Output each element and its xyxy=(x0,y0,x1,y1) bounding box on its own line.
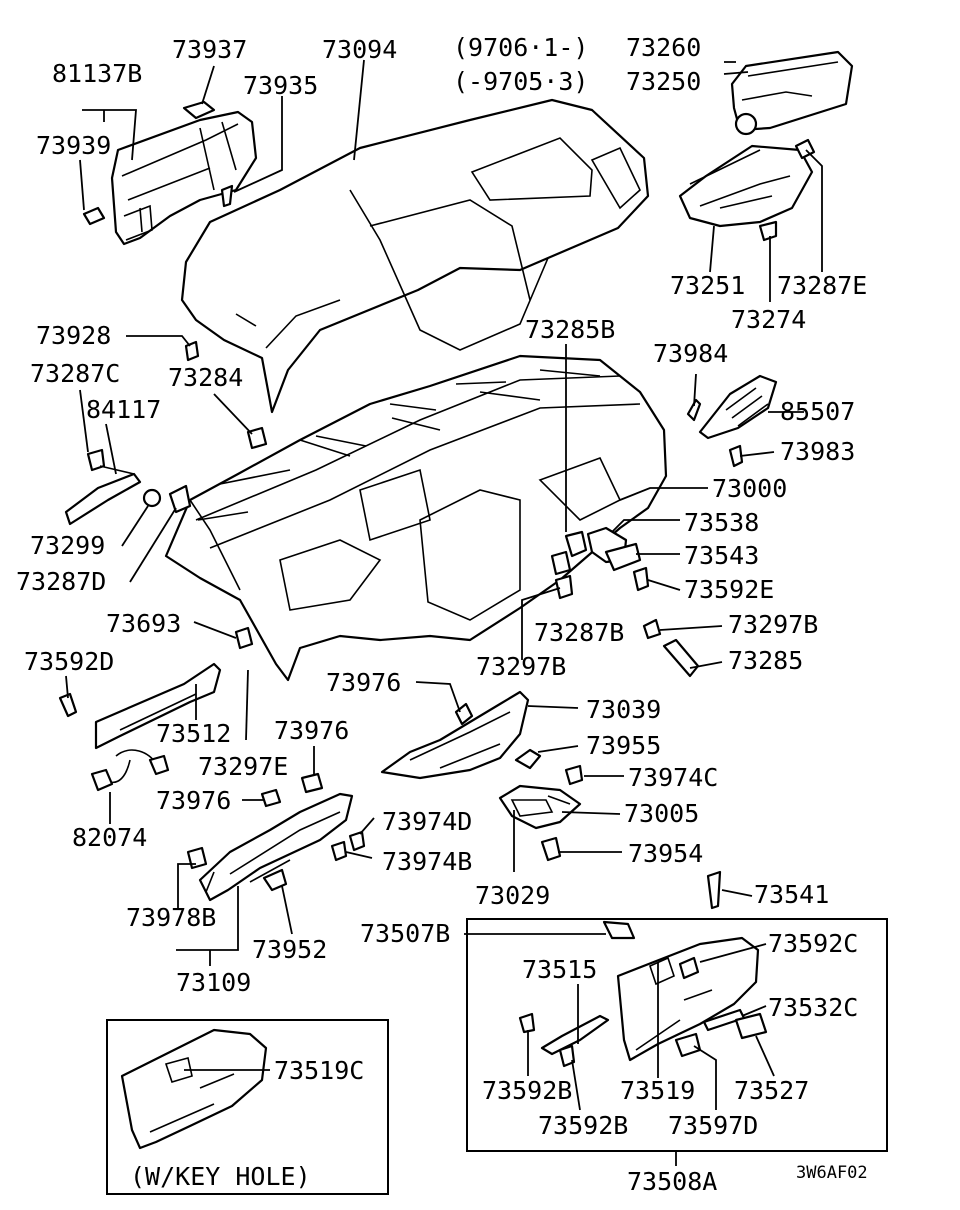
part-label-73532C: 73532C xyxy=(768,993,858,1022)
part-label-73285B: 73285B xyxy=(525,315,615,344)
part-label-81137B: 81137B xyxy=(52,59,142,88)
part-label-73029: 73029 xyxy=(475,881,550,910)
part-label-85507: 85507 xyxy=(780,397,855,426)
part-label-73250: 73250 xyxy=(626,67,701,96)
part-label-73274: 73274 xyxy=(731,305,806,334)
part-label-73527: 73527 xyxy=(734,1076,809,1105)
part-number-labels: (9706·1-) (-9705·3) 81137B 73937 73094 7… xyxy=(16,33,868,1196)
date-range-to: (-9705·3) xyxy=(453,67,588,96)
part-label-73260: 73260 xyxy=(626,33,701,62)
part-label-73543: 73543 xyxy=(684,541,759,570)
part-label-73094: 73094 xyxy=(322,35,397,64)
part-label-73939: 73939 xyxy=(36,131,111,160)
part-label-73039: 73039 xyxy=(586,695,661,724)
part-label-73974D: 73974D xyxy=(382,807,472,836)
upper-box-drawing xyxy=(678,50,854,242)
part-label-73519C: 73519C xyxy=(274,1056,364,1085)
lower-right-fasteners-drawing xyxy=(602,870,722,940)
part-label-73519: 73519 xyxy=(620,1076,695,1105)
console-drawing xyxy=(498,748,584,862)
part-label-73297E: 73297E xyxy=(198,752,288,781)
left-fasteners-drawing xyxy=(64,340,268,650)
dashboard-drawing xyxy=(164,354,668,682)
glove-box-drawing xyxy=(466,918,888,1152)
right-vent-drawing xyxy=(550,374,778,678)
part-label-73928: 73928 xyxy=(36,321,111,350)
part-label-73974C: 73974C xyxy=(628,763,718,792)
part-label-73541: 73541 xyxy=(754,880,829,909)
part-label-73515: 73515 xyxy=(522,955,597,984)
part-label-73297B-upper: 73297B xyxy=(728,610,818,639)
part-label-73976-low: 73976 xyxy=(156,786,231,815)
part-label-73592D: 73592D xyxy=(24,647,114,676)
part-label-73592C: 73592C xyxy=(768,929,858,958)
dash-pad-drawing xyxy=(180,98,650,414)
part-label-73597D: 73597D xyxy=(668,1111,758,1140)
part-label-73976-mid: 73976 xyxy=(274,716,349,745)
part-label-73512: 73512 xyxy=(156,719,231,748)
part-label-73508A: 73508A xyxy=(627,1167,717,1196)
part-label-73983: 73983 xyxy=(780,437,855,466)
part-label-73976-top: 73976 xyxy=(326,668,401,697)
drawing-code: 3W6AF02 xyxy=(796,1163,868,1183)
part-label-73954: 73954 xyxy=(628,839,703,868)
part-label-73299: 73299 xyxy=(30,531,105,560)
left-bracket-drawing xyxy=(58,662,222,792)
part-label-73592B-upper: 73592B xyxy=(482,1076,572,1105)
part-label-73952: 73952 xyxy=(252,935,327,964)
part-label-73984: 73984 xyxy=(653,339,728,368)
part-label-73297B-lower: 73297B xyxy=(476,652,566,681)
key-hole-note: (W/KEY HOLE) xyxy=(130,1162,311,1191)
part-label-84117: 84117 xyxy=(86,395,161,424)
key-hole-inset-drawing xyxy=(106,1019,389,1195)
part-label-73592E: 73592E xyxy=(684,575,774,604)
part-label-73285: 73285 xyxy=(728,646,803,675)
cluster-bezel-drawing xyxy=(82,100,258,246)
part-label-73693: 73693 xyxy=(106,609,181,638)
part-label-73287C: 73287C xyxy=(30,359,120,388)
part-label-73287D: 73287D xyxy=(16,567,106,596)
part-label-73109: 73109 xyxy=(176,968,251,997)
leader-lines xyxy=(65,59,823,1166)
part-label-73935: 73935 xyxy=(243,71,318,100)
part-label-73538: 73538 xyxy=(684,508,759,537)
part-label-73284: 73284 xyxy=(168,363,243,392)
part-label-73287E: 73287E xyxy=(777,271,867,300)
part-label-73287B: 73287B xyxy=(534,618,624,647)
date-range-from: (9706·1-) xyxy=(453,33,588,62)
part-label-73955: 73955 xyxy=(586,731,661,760)
part-label-73507B: 73507B xyxy=(360,919,450,948)
part-label-73000: 73000 xyxy=(712,474,787,503)
clips-drawing xyxy=(186,772,324,870)
part-label-73251: 73251 xyxy=(670,271,745,300)
part-label-73937: 73937 xyxy=(172,35,247,64)
part-label-82074: 82074 xyxy=(72,823,147,852)
part-label-73005: 73005 xyxy=(624,799,699,828)
part-label-73592B-lower: 73592B xyxy=(538,1111,628,1140)
column-cover-drawing xyxy=(380,690,530,780)
knee-panel-drawing xyxy=(198,792,366,902)
part-label-73978B: 73978B xyxy=(126,903,216,932)
part-label-73974B: 73974B xyxy=(382,847,472,876)
